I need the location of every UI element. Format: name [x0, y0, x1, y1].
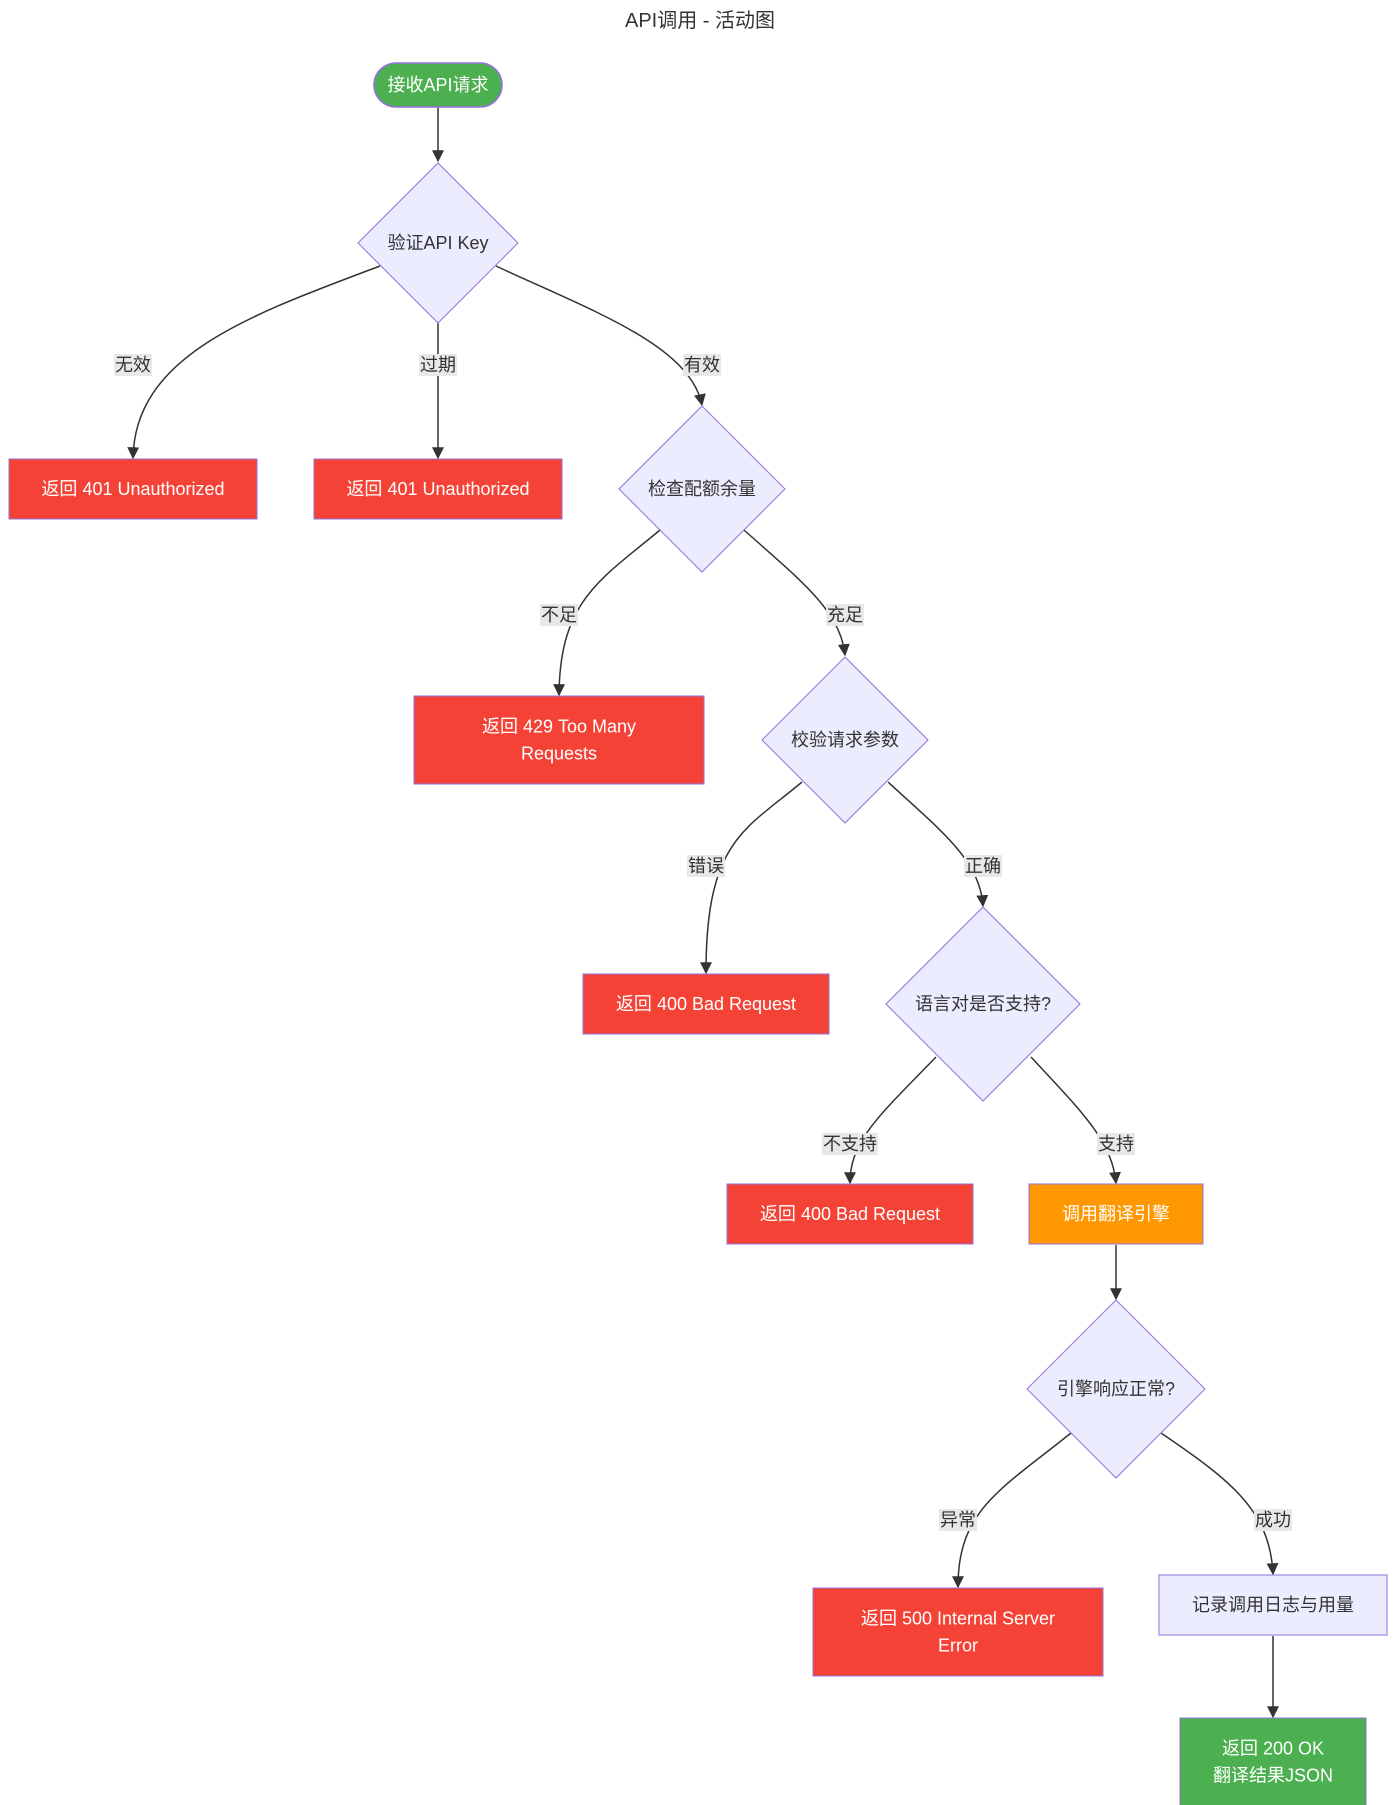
node-label: 返回 200 OK — [1222, 1739, 1324, 1759]
decision-diamond — [357, 162, 519, 324]
edge-label-background — [683, 354, 721, 376]
error-box — [582, 973, 830, 1035]
edge-label-background — [114, 354, 152, 376]
start-pill — [373, 62, 503, 108]
edge-label-text: 有效 — [684, 355, 720, 375]
edge-label: 支持 — [1097, 1133, 1135, 1155]
edge-language-supported-to-return-400-lang — [844, 1056, 937, 1185]
edge-label-text: 不足 — [541, 605, 577, 625]
edge-label: 正确 — [964, 855, 1002, 877]
error-box — [8, 458, 258, 520]
edge-label-background — [826, 604, 864, 626]
node-label: 调用翻译引擎 — [1062, 1204, 1170, 1224]
edge-label-text: 错误 — [688, 856, 724, 876]
edge-label-text: 异常 — [940, 1510, 976, 1530]
edge-language-supported-to-call-engine — [1030, 1056, 1121, 1185]
node-check-quota: 检查配额余量 — [618, 405, 786, 573]
node-receive: 接收API请求 — [373, 62, 503, 108]
edge-label: 异常 — [939, 1509, 977, 1531]
node-language-supported: 语言对是否支持? — [885, 906, 1081, 1102]
node-label: 返回 400 Bad Request — [760, 1204, 940, 1224]
node-label: 校验请求参数 — [791, 730, 899, 750]
edge-check-quota-to-validate-params — [743, 529, 850, 657]
edge-label: 充足 — [826, 604, 864, 626]
edge-verify-key-to-return-401-invalid — [127, 265, 381, 460]
edge-engine-ok-to-return-500 — [952, 1432, 1072, 1589]
decision-diamond — [761, 656, 929, 824]
node-label: 返回 429 Too Many — [482, 717, 636, 737]
edge-label-background — [822, 1133, 878, 1155]
edge-check-quota-to-return-429 — [553, 529, 661, 697]
node-label: 记录调用日志与用量 — [1192, 1595, 1354, 1615]
edge-label: 错误 — [687, 855, 725, 877]
edge-label-text: 充足 — [827, 605, 863, 625]
edge-label-text: 正确 — [965, 856, 1001, 876]
decision-diamond — [1026, 1299, 1206, 1479]
node-return-400-params: 返回 400 Bad Request — [582, 973, 830, 1035]
decision-diamond — [618, 405, 786, 573]
error-box — [413, 695, 705, 785]
edge-label-text: 不支持 — [823, 1134, 877, 1154]
node-label: Requests — [521, 744, 597, 764]
node-call-engine: 调用翻译引擎 — [1028, 1183, 1204, 1245]
node-label: 返回 400 Bad Request — [616, 994, 796, 1014]
edge-label-background — [687, 855, 725, 877]
decision-diamond — [885, 906, 1081, 1102]
edge-label: 成功 — [1254, 1509, 1292, 1531]
error-box — [812, 1587, 1104, 1677]
edge-verify-key-to-check-quota — [495, 265, 706, 407]
edge-label-background — [540, 604, 578, 626]
node-label: 返回 401 Unauthorized — [41, 479, 224, 499]
node-engine-ok: 引擎响应正常? — [1026, 1299, 1206, 1479]
edge-label-text: 过期 — [420, 355, 456, 375]
edge-label: 过期 — [419, 354, 457, 376]
edges-layer — [127, 107, 1279, 1719]
edge-label: 不支持 — [822, 1133, 878, 1155]
edge-label-background — [964, 855, 1002, 877]
node-label: 翻译结果JSON — [1213, 1766, 1333, 1786]
node-return-401-expired: 返回 401 Unauthorized — [313, 458, 563, 520]
edge-label-background — [1254, 1509, 1292, 1531]
neutral-box — [1158, 1574, 1388, 1636]
node-return-400-lang: 返回 400 Bad Request — [726, 1183, 974, 1245]
node-label: 返回 500 Internal Server — [861, 1609, 1055, 1629]
node-label: 检查配额余量 — [648, 479, 756, 499]
node-verify-key: 验证API Key — [357, 162, 519, 324]
error-box — [313, 458, 563, 520]
node-label: 语言对是否支持? — [915, 994, 1051, 1014]
diagram-title: API调用 - 活动图 — [625, 9, 775, 32]
node-label: 验证API Key — [387, 233, 488, 253]
edge-label: 无效 — [114, 354, 152, 376]
node-return-200: 返回 200 OK 翻译结果JSON — [1179, 1717, 1367, 1805]
edge-label-text: 支持 — [1098, 1134, 1134, 1154]
edge-label-text: 成功 — [1255, 1510, 1291, 1530]
edge-validate-params-to-return-400-params — [700, 781, 803, 975]
edge-label-background — [939, 1509, 977, 1531]
node-label: 返回 401 Unauthorized — [346, 479, 529, 499]
edge-label-background — [419, 354, 457, 376]
node-return-401-invalid: 返回 401 Unauthorized — [8, 458, 258, 520]
edge-label-background — [1097, 1133, 1135, 1155]
success-box — [1179, 1717, 1367, 1805]
error-box — [726, 1183, 974, 1245]
process-box — [1028, 1183, 1204, 1245]
edge-engine-ok-to-log-usage — [1160, 1432, 1279, 1576]
node-label: 引擎响应正常? — [1057, 1379, 1175, 1399]
node-log-usage: 记录调用日志与用量 — [1158, 1574, 1388, 1636]
edge-validate-params-to-language-supported — [887, 781, 989, 908]
node-label: 接收API请求 — [387, 75, 488, 95]
node-label: Error — [938, 1636, 978, 1656]
edge-label: 有效 — [683, 354, 721, 376]
edge-label-text: 无效 — [115, 355, 151, 375]
edge-label: 不足 — [540, 604, 578, 626]
node-validate-params: 校验请求参数 — [761, 656, 929, 824]
